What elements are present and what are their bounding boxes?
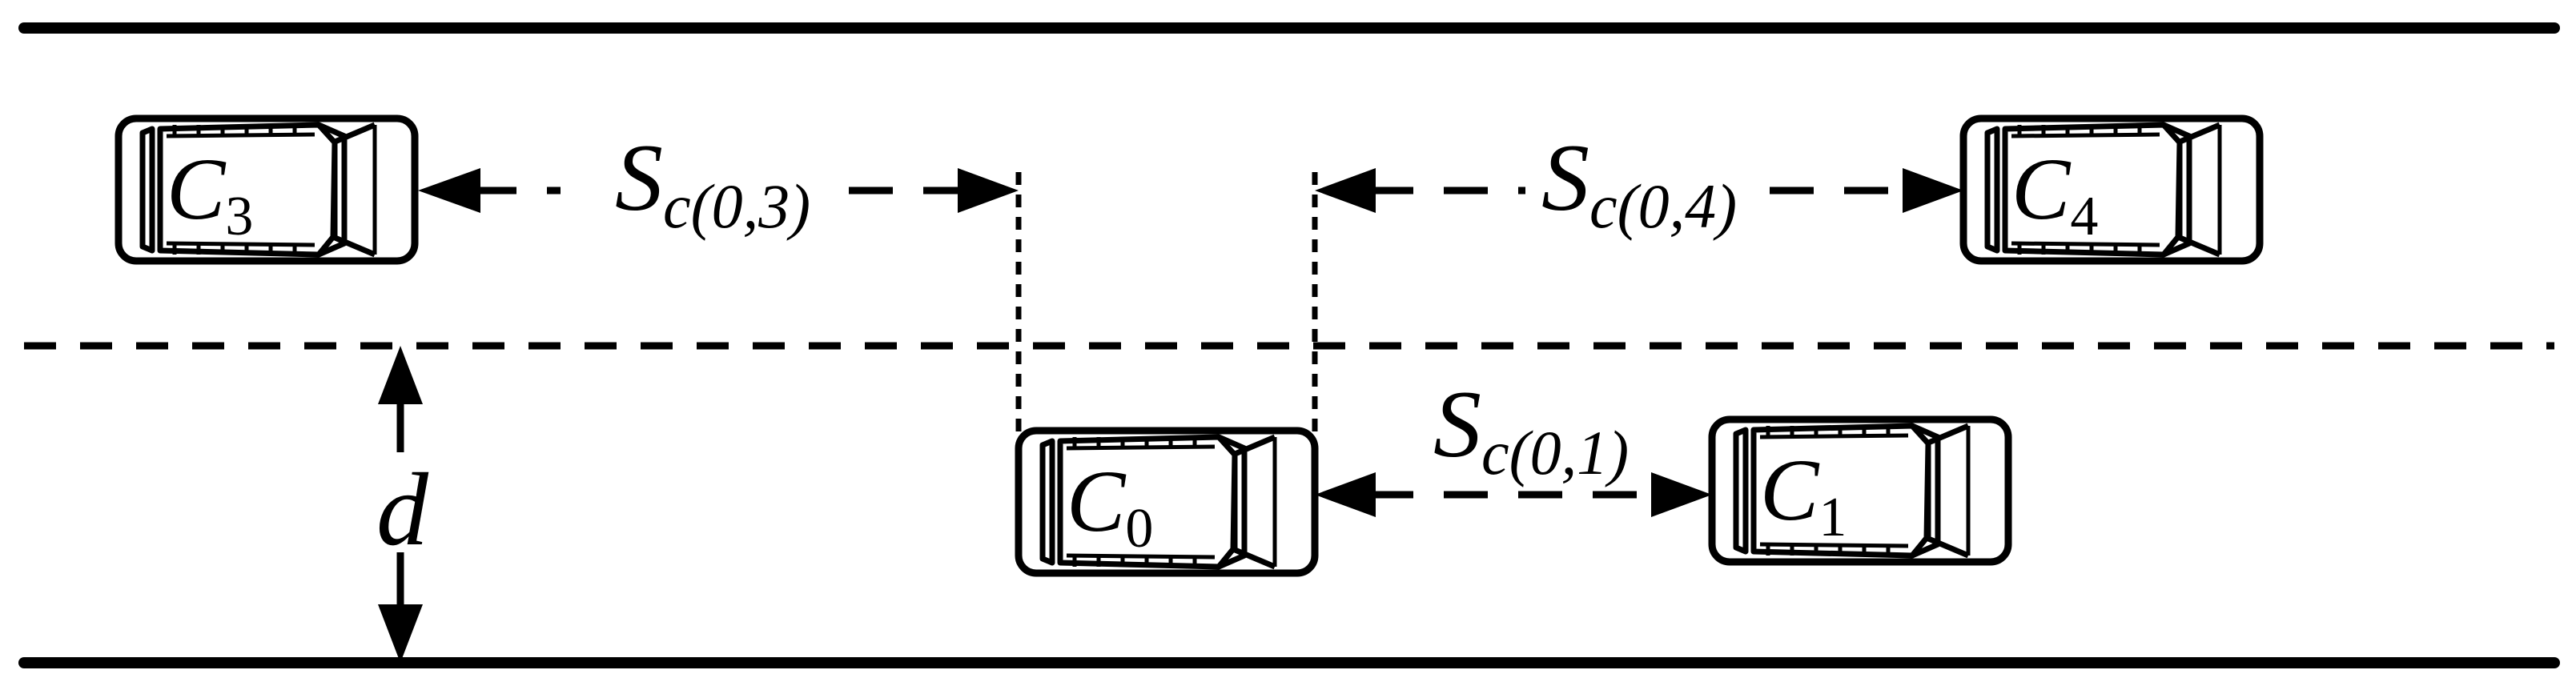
car-c1-label: C1: [1760, 441, 1847, 548]
arrowhead-s04-left: [1315, 168, 1376, 213]
arrowhead-s03-right: [958, 168, 1019, 213]
car-c3: C3: [119, 118, 415, 261]
arrowhead-s01-left: [1315, 472, 1376, 517]
car-c0: C0: [1019, 431, 1315, 573]
label-lane-width-d: d: [376, 452, 429, 568]
car-c1: C1: [1712, 419, 2008, 562]
arrowhead-s04-right: [1903, 168, 1963, 213]
car-c4: C4: [1963, 118, 2260, 261]
label-s01: Sc(0,1): [1433, 371, 1629, 487]
car-c0-label: C0: [1067, 452, 1153, 560]
arrowhead-d-down: [378, 604, 423, 663]
label-s03: Sc(0,3): [615, 124, 810, 241]
car-c4-label: C4: [2011, 140, 2098, 247]
arrowhead-s01-right: [1651, 472, 1712, 517]
car-c3-label: C3: [167, 140, 253, 247]
label-s04: Sc(0,4): [1541, 124, 1737, 241]
arrowhead-d-up: [378, 346, 423, 404]
arrowhead-s03-left: [418, 168, 480, 213]
